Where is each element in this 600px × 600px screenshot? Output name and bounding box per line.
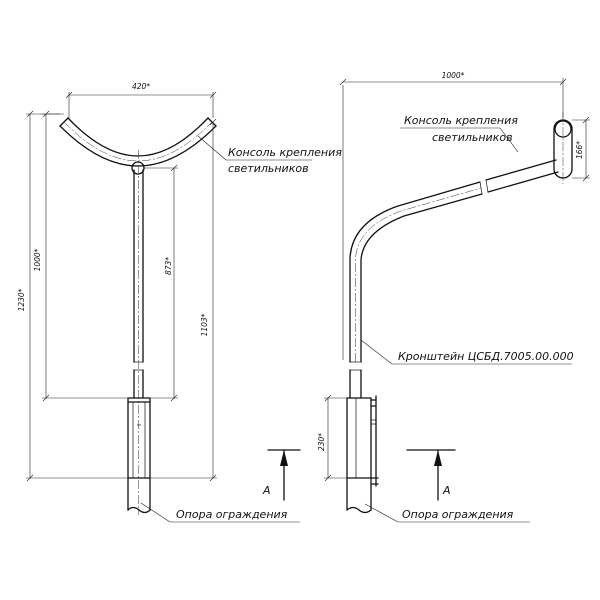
front-console-label-2: светильников xyxy=(228,162,309,175)
dim-reach-label: 1000* xyxy=(442,71,465,80)
side-base-callout: Опора ограждения xyxy=(364,503,530,523)
dim-pole-height-label: 1000* xyxy=(33,248,42,271)
side-base-label: Опора ограждения xyxy=(402,508,514,521)
side-view: 1000* 166* 230* А xyxy=(262,71,590,523)
front-base-label: Опора ограждения xyxy=(176,508,288,521)
dim-inner-height: 873* xyxy=(143,164,178,402)
dim-reach: 1000* xyxy=(339,71,567,118)
dim-base-height: 230* xyxy=(317,394,347,482)
side-bracket-callout: Кронштейн ЦСБД.7005.00.000 xyxy=(360,339,574,365)
side-base xyxy=(346,395,379,514)
front-view: 420* 1230* 1000* 873* xyxy=(17,82,342,523)
dim-overall-height-label: 1230* xyxy=(17,288,26,311)
side-console-label-2: светильников xyxy=(432,131,513,144)
side-console-callout: Консоль крепления светильников xyxy=(400,114,518,153)
front-post xyxy=(133,150,144,515)
dim-overall-height: 1230* xyxy=(17,110,128,482)
dim-pole-height: 1000* xyxy=(33,110,128,402)
front-base-callout: Опора ограждения xyxy=(140,502,300,523)
dim-total-height-label: 1103* xyxy=(200,313,209,336)
dim-bracket-width-label: 420* xyxy=(132,82,150,91)
section-mark-left: А xyxy=(262,449,301,501)
front-console-label-1: Консоль крепления xyxy=(228,146,342,159)
side-bracket xyxy=(349,112,573,399)
front-console xyxy=(59,117,217,175)
dim-end-height-label: 166* xyxy=(575,141,584,159)
section-mark-right: А xyxy=(406,449,456,501)
section-mark-right-label: А xyxy=(442,484,451,497)
side-console-label-1: Консоль крепления xyxy=(404,114,518,127)
dim-bracket-width: 420* xyxy=(65,82,217,118)
dim-end-height: 166* xyxy=(572,116,590,182)
section-mark-left-label: А xyxy=(262,484,271,497)
dim-base-height-label: 230* xyxy=(317,433,326,451)
dim-total-height: 1103* xyxy=(150,118,217,482)
dim-inner-height-label: 873* xyxy=(164,257,173,275)
front-base xyxy=(127,397,151,514)
side-bracket-label: Кронштейн ЦСБД.7005.00.000 xyxy=(398,350,574,363)
front-console-callout: Консоль крепления светильников xyxy=(197,135,342,175)
